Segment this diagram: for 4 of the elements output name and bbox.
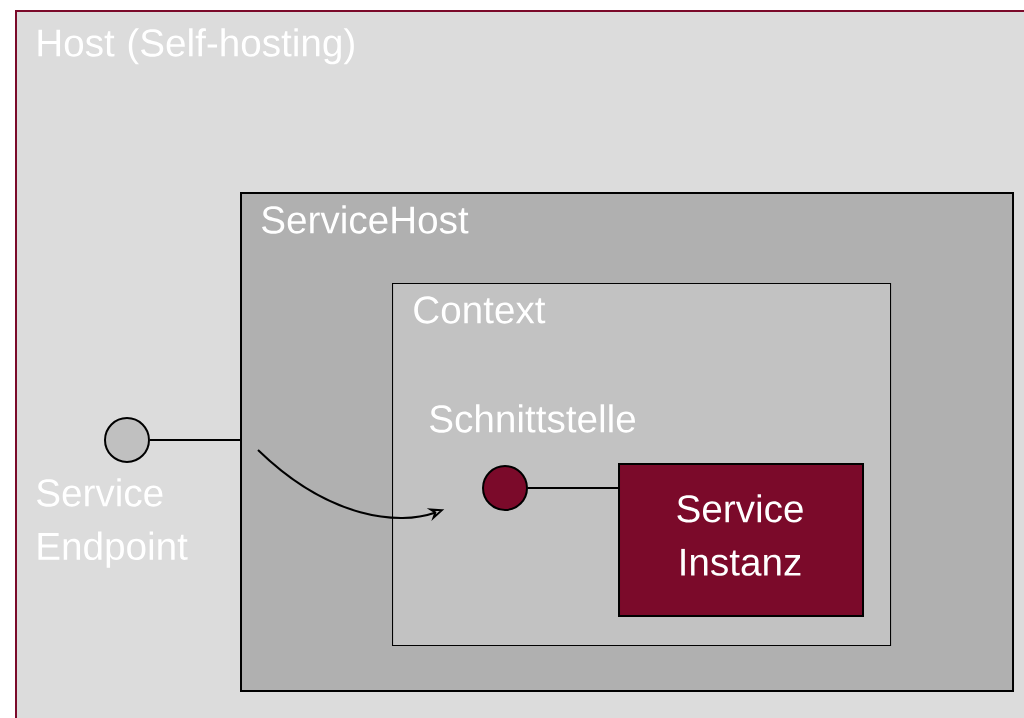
- connector-line: [149, 439, 241, 441]
- service-instance-box: Service Instanz: [618, 463, 864, 617]
- node-label: Schnittstelle: [430, 404, 636, 433]
- connector-line: [527, 487, 619, 489]
